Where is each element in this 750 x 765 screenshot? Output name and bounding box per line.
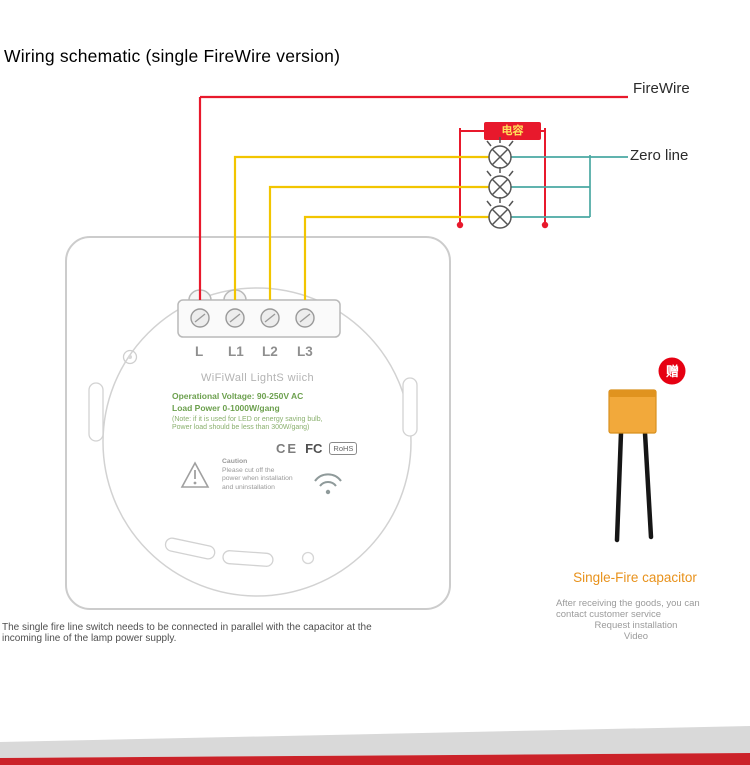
caution-line-1: Please cut off the: [222, 466, 275, 474]
screw-hole-dot: [128, 355, 132, 359]
capacitor-branch: [456, 122, 549, 229]
lamp-icon-2: [486, 167, 514, 199]
capacitor-note: After receiving the goods, you can conta…: [556, 598, 716, 642]
caution-title: Caution: [222, 458, 248, 465]
capacitor-illustration: [608, 357, 686, 543]
caution-text-block: Caution Please cut off the power when in…: [222, 458, 293, 492]
rohs-mark: RoHS: [329, 442, 358, 455]
capacitor-note-line-4: Video: [623, 631, 649, 642]
capacitor-box-label: 电容: [501, 125, 524, 137]
zero-line-label: Zero line: [630, 147, 689, 164]
capacitor-note-line-2: contact customer service: [556, 609, 662, 620]
spec-voltage: Operational Voltage: 90-250V AC: [172, 391, 304, 401]
gift-badge-icon: [658, 357, 686, 385]
switch-frame: [65, 236, 451, 610]
switch-body: [65, 236, 451, 610]
terminal-label-l3: L3: [297, 344, 313, 359]
terminal-label-l1: L1: [228, 344, 244, 359]
screw-hole-icon: [122, 349, 138, 365]
caution-line-2: power when installation: [222, 475, 293, 483]
right-mount-tab: [402, 377, 418, 437]
load-wire-l2: [268, 185, 489, 300]
spec-note-2: Power load should be less than 300W/gang…: [172, 424, 310, 431]
terminal-block: [177, 289, 341, 338]
capacitor-note-line-3: Request installation: [594, 620, 678, 631]
spec-load-power: Load Power 0-1000W/gang: [172, 403, 280, 413]
terminal-strip: [177, 299, 341, 338]
footnote-line-1: The single fire line switch needs to be …: [2, 622, 372, 633]
load-wire-l1: [233, 155, 489, 300]
wifi-icon: [314, 473, 342, 495]
banner-red-band: [0, 753, 750, 765]
certification-marks: CE FC RoHS: [276, 441, 358, 456]
bottom-banner: [0, 726, 750, 765]
lamp-icons: [486, 137, 514, 229]
load-wire-l3: [303, 215, 489, 300]
capacitor-lead-right: [642, 430, 654, 540]
footnote: The single fire line switch needs to be …: [2, 622, 372, 644]
cap-node-right: [541, 221, 549, 229]
spec-note-1: (Note: if it is used for LED or energy s…: [172, 416, 323, 423]
gift-badge-label: 赠: [665, 364, 679, 379]
capacitor-note-line-1: After receiving the goods, you can: [556, 598, 700, 609]
capacitor-body-top: [609, 390, 656, 397]
capacitor-lead-left: [614, 430, 624, 543]
firewire-wire: [198, 95, 628, 300]
switch-product-name: WiFiWall LightS wiich: [200, 372, 315, 384]
page-title: Wiring schematic (single FireWire versio…: [4, 46, 341, 66]
warning-triangle-icon: [180, 461, 210, 488]
terminal-screws: [190, 308, 315, 328]
zero-line-wires: [511, 155, 628, 218]
load-wires: [233, 155, 489, 300]
ce-mark: CE: [276, 441, 299, 456]
cap-node-left: [456, 221, 464, 229]
switch-inner-ring: [102, 287, 412, 597]
lamp-icon-1: [486, 137, 514, 169]
terminal-label-l2: L2: [262, 344, 278, 359]
bottom-mount-tab-2: [222, 550, 274, 567]
terminal-label-l: L: [195, 344, 204, 359]
left-mount-tab: [88, 382, 104, 442]
capacitor-label-box: [484, 122, 541, 140]
bottom-mount-tab-1: [164, 537, 216, 560]
banner-gray-band: [0, 726, 750, 758]
footnote-line-2: incoming line of the lamp power supply.: [2, 632, 177, 644]
capacitor-title: Single-Fire capacitor: [573, 570, 697, 585]
lamp-icon-3: [486, 197, 514, 229]
bottom-hole-icon: [301, 551, 315, 565]
caution-line-3: and uninstallation: [222, 483, 275, 491]
firewire-label: FireWire: [633, 80, 690, 97]
fcc-mark: FC: [305, 441, 323, 456]
